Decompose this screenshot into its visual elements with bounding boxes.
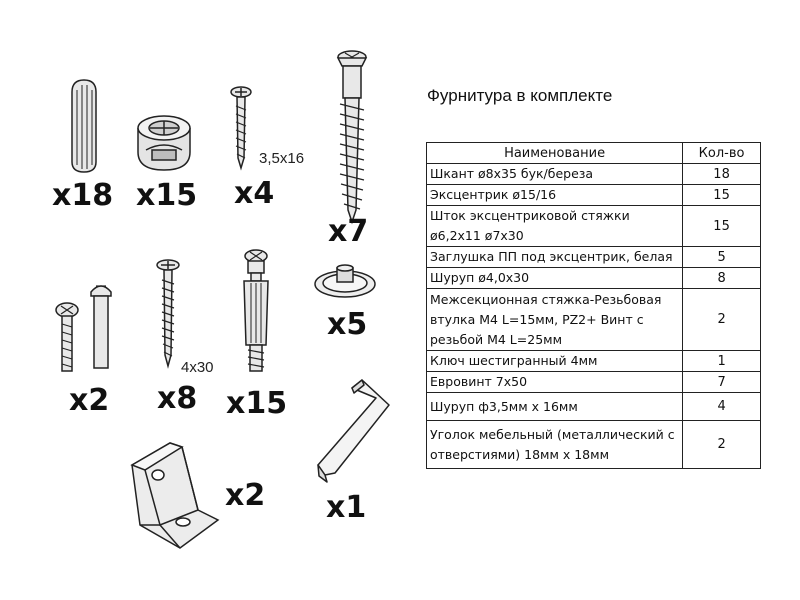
- part-count: 15: [682, 205, 761, 247]
- part-count: 1: [682, 350, 761, 372]
- cam-bolt-quantity: x15: [226, 386, 288, 421]
- corner-bracket-icon: [130, 442, 220, 549]
- part-name: Шкант ø8x35 бук/береза: [425, 163, 684, 185]
- part-name: Ключ шестигранный 4мм: [425, 350, 684, 372]
- table-row: Межсекционная стяжка-Резьбовая втулка М4…: [425, 288, 761, 351]
- part-count: 7: [682, 371, 761, 393]
- table-row: Ключ шестигранный 4мм 1: [425, 350, 761, 372]
- table-row: Евровинт 7x50 7: [425, 371, 761, 393]
- short-screw-quantity: x4: [234, 176, 275, 211]
- table-row: Уголок мебельный (металлический с отверс…: [425, 420, 761, 469]
- part-name: Заглушка ПП под эксцентрик, белая: [425, 246, 684, 268]
- part-name: Шток эксцентриковой стяжки ø6,2x11 ø7x30: [425, 205, 684, 247]
- part-count: 2: [682, 288, 761, 351]
- cap-icon: [314, 264, 376, 298]
- dowel-icon: [71, 79, 97, 173]
- corner-bracket-quantity: x2: [225, 478, 266, 513]
- part-name: Межсекционная стяжка-Резьбовая втулка М4…: [425, 288, 684, 351]
- part-name: Уголок мебельный (металлический с отверс…: [425, 420, 684, 469]
- part-count: 2: [682, 420, 761, 469]
- part-name: Шуруп ф3,5мм x 16мм: [425, 392, 684, 421]
- column-header-name: Наименование: [425, 142, 684, 164]
- part-count: 15: [682, 184, 761, 206]
- part-count: 8: [682, 267, 761, 289]
- cam-lock-quantity: x15: [136, 178, 198, 213]
- part-name: Евровинт 7x50: [425, 371, 684, 393]
- part-name: Шуруп ø4,0x30: [425, 267, 684, 289]
- euro-screw-quantity: x7: [328, 214, 369, 249]
- table-row: Эксцентрик ø15/16 15: [425, 184, 761, 206]
- long-screw-size: 4x30: [181, 359, 214, 376]
- euro-screw-icon: [336, 50, 368, 225]
- cap-quantity: x5: [327, 307, 368, 342]
- column-header-count: Кол-во: [682, 142, 761, 164]
- kit-title: Фурнитура в комплекте: [427, 86, 613, 105]
- part-name: Эксцентрик ø15/16: [425, 184, 684, 206]
- part-count: 4: [682, 392, 761, 421]
- table-header-row: Наименование Кол-во: [425, 142, 761, 164]
- table-row: Шкант ø8x35 бук/береза 18: [425, 163, 761, 185]
- hex-key-quantity: x1: [326, 490, 367, 525]
- dowel-quantity: x18: [52, 178, 114, 213]
- cam-lock-icon: [137, 115, 191, 171]
- part-count: 18: [682, 163, 761, 185]
- connector-bolt-quantity: x2: [69, 383, 110, 418]
- long-screw-quantity: x8: [157, 381, 198, 416]
- long-screw-icon: [156, 259, 180, 369]
- connector-bolt-icon: [55, 285, 112, 372]
- cam-bolt-icon: [243, 249, 269, 372]
- table-row: Шуруп ø4,0x30 8: [425, 267, 761, 289]
- table-row: Шток эксцентриковой стяжки ø6,2x11 ø7x30…: [425, 205, 761, 247]
- table-row: Заглушка ПП под эксцентрик, белая 5: [425, 246, 761, 268]
- parts-table: Наименование Кол-во Шкант ø8x35 бук/бере…: [425, 142, 761, 469]
- hex-key-icon: [317, 379, 390, 483]
- table-row: Шуруп ф3,5мм x 16мм 4: [425, 392, 761, 421]
- short-screw-size: 3,5x16: [259, 150, 305, 167]
- short-screw-icon: [230, 86, 252, 171]
- part-count: 5: [682, 246, 761, 268]
- hardware-drawings: [55, 50, 390, 549]
